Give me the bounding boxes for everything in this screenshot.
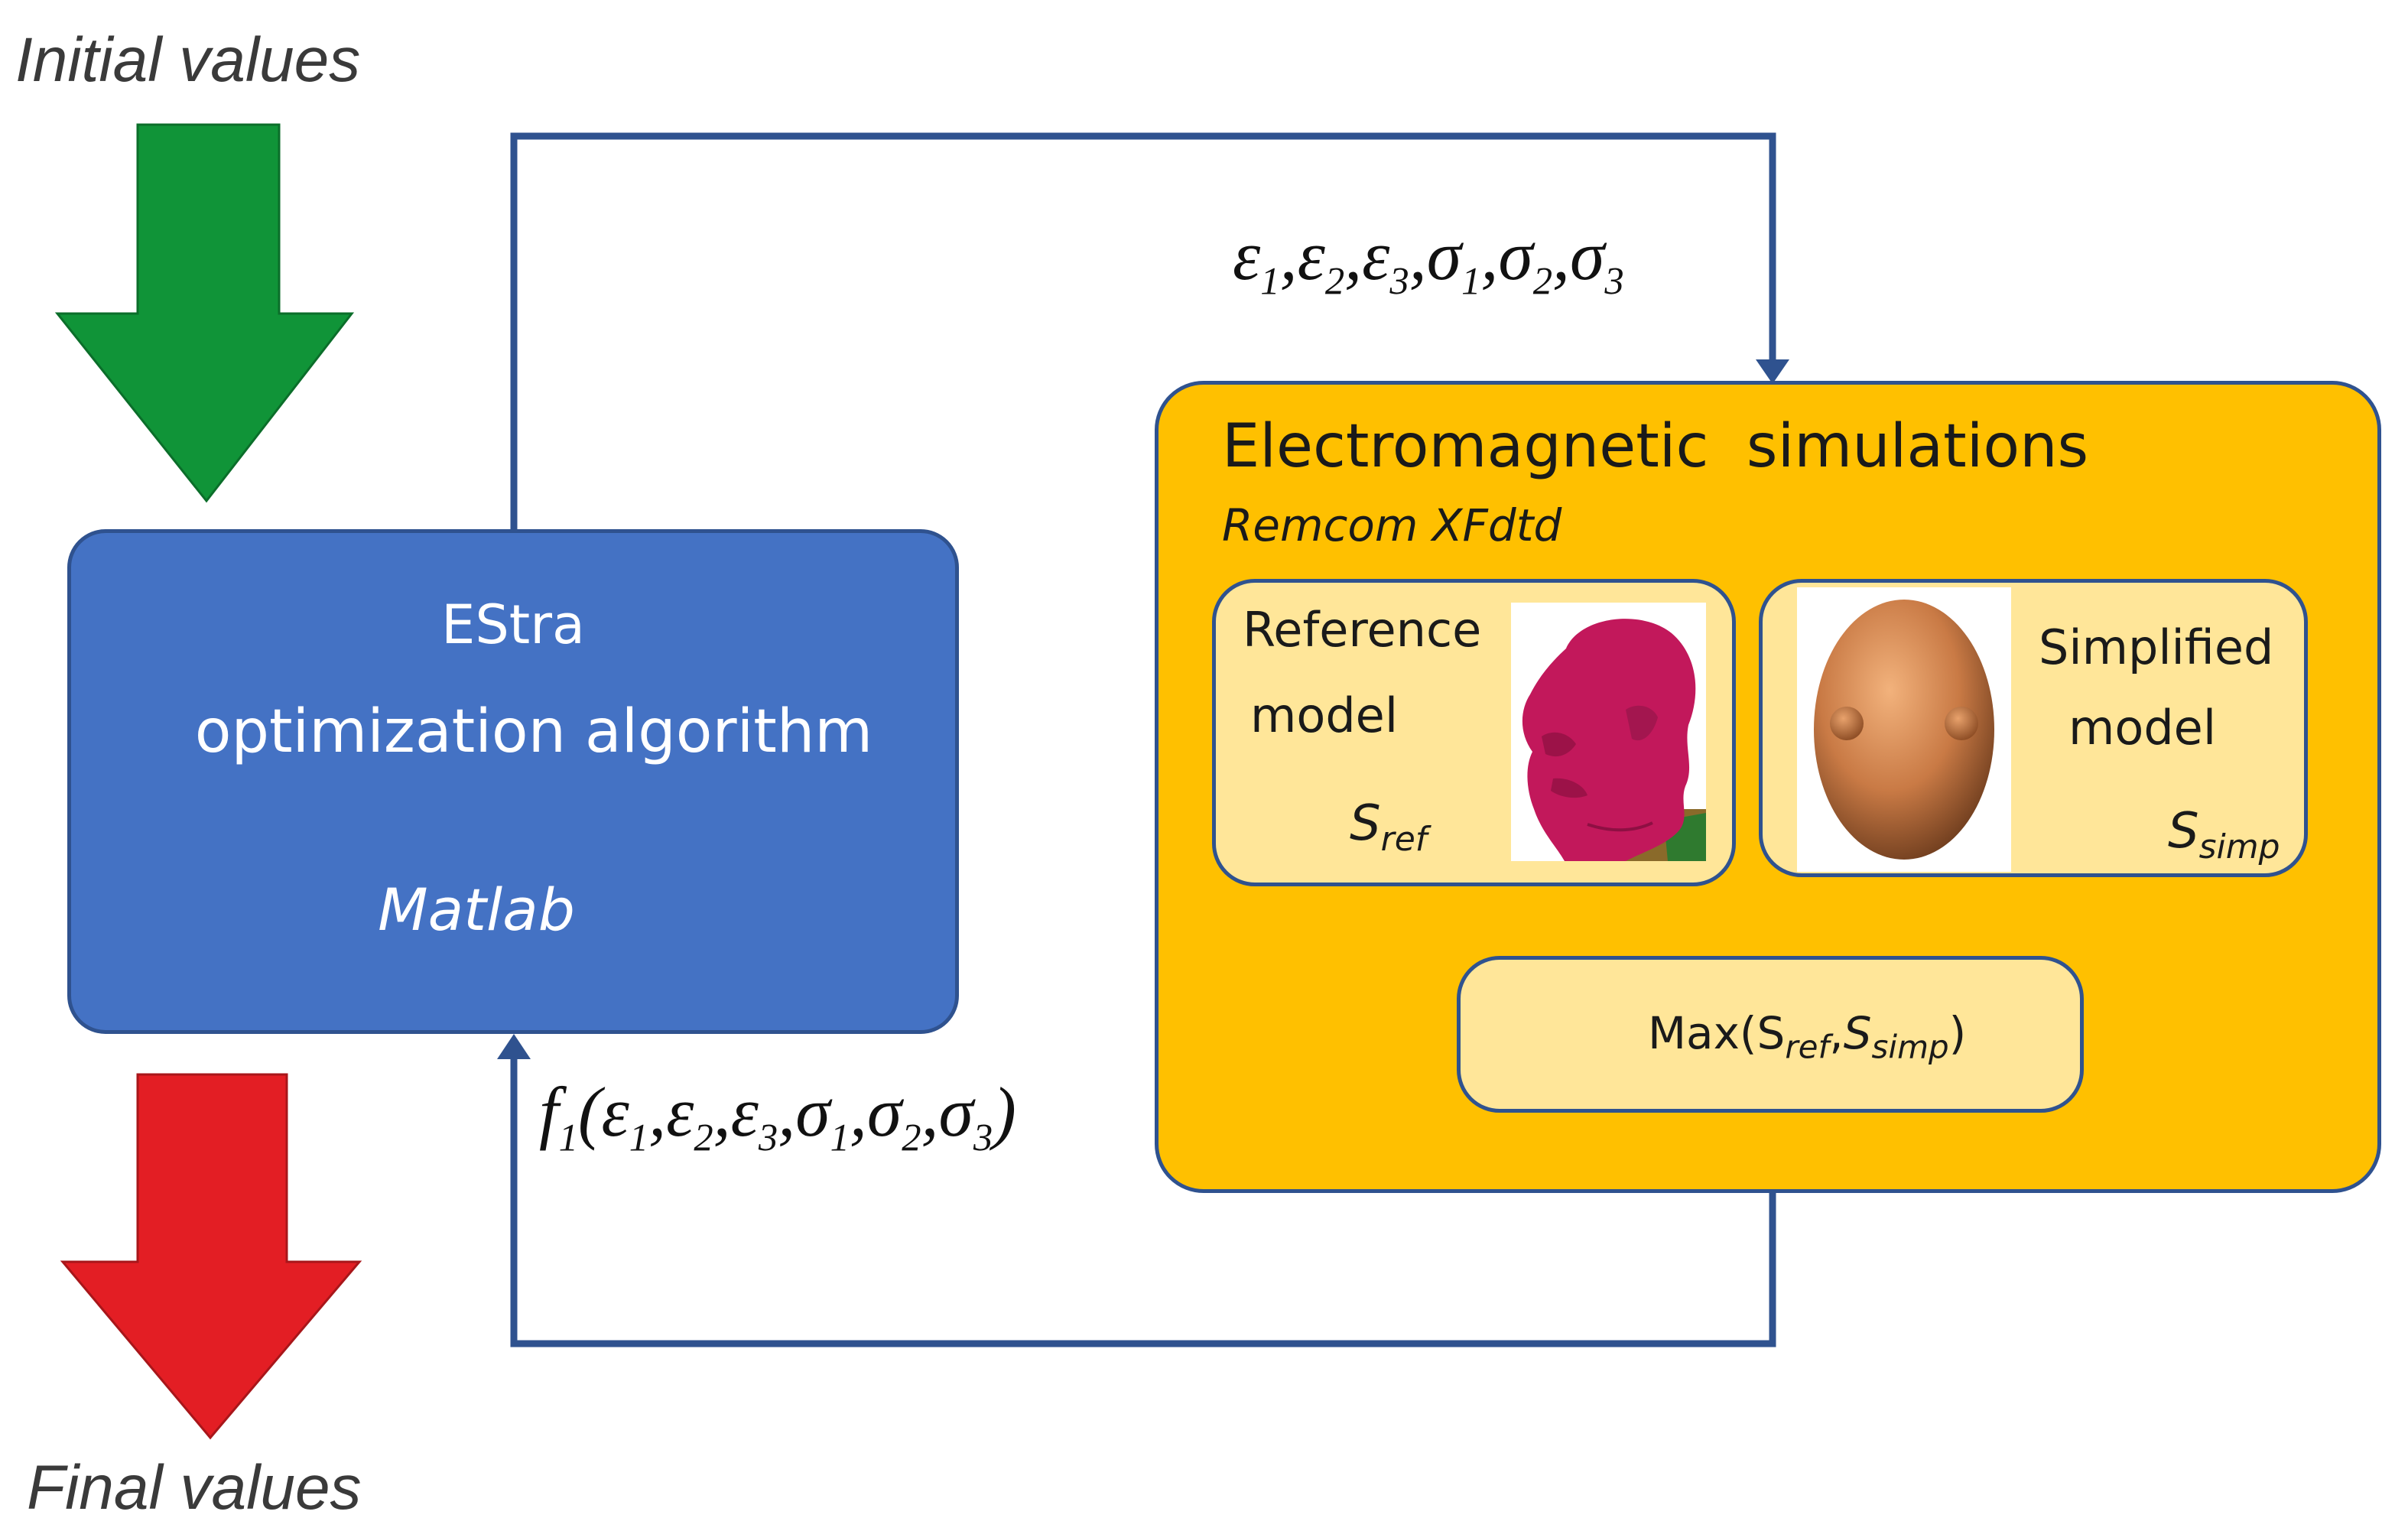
max-block — [1457, 956, 2084, 1113]
max-expression: Max(Sref,Ssimp) — [1648, 1007, 1967, 1066]
simplified-model-label-line1: Simplified — [2039, 619, 2274, 675]
final-values-arrow — [60, 1073, 362, 1440]
optimizer-software: Matlab — [378, 876, 575, 944]
reference-model-label-line2: model — [1250, 687, 1399, 743]
objective-arrowhead — [497, 1034, 531, 1059]
optimizer-name: EStra — [441, 593, 585, 656]
objective-flow-line — [510, 1059, 1776, 1347]
simulation-title: Electromagnetic simulations — [1222, 412, 2089, 481]
parameter-vector-label: ε1,ε2,ε3,σ1,σ2,σ3 — [1233, 216, 1624, 303]
initial-values-arrow — [54, 123, 355, 503]
initial-values-label: Initial values — [15, 25, 361, 95]
reference-symbol: Sref — [1350, 795, 1428, 859]
copper-ellipsoid-icon — [1814, 600, 1994, 860]
objective-function-label: f1(ε1,ε2,ε3,σ1,σ2,σ3) — [539, 1073, 1016, 1159]
parameters-flow-line — [510, 132, 1776, 529]
simulation-software: Remcom XFdtd — [1222, 499, 1562, 551]
optimizer-description: optimization algorithm — [194, 697, 873, 766]
parameters-arrowhead — [1756, 359, 1789, 384]
magenta-head-icon — [1522, 619, 1706, 861]
simplified-symbol: Ssimp — [2168, 803, 2280, 866]
simplified-model-label-line2: model — [2068, 700, 2217, 756]
reference-model-label-line1: Reference — [1243, 602, 1482, 658]
simplified-head-image — [1797, 587, 2011, 872]
optimizer-box — [67, 529, 959, 1034]
reference-head-image — [1511, 603, 1706, 861]
final-values-label: Final values — [27, 1453, 362, 1523]
